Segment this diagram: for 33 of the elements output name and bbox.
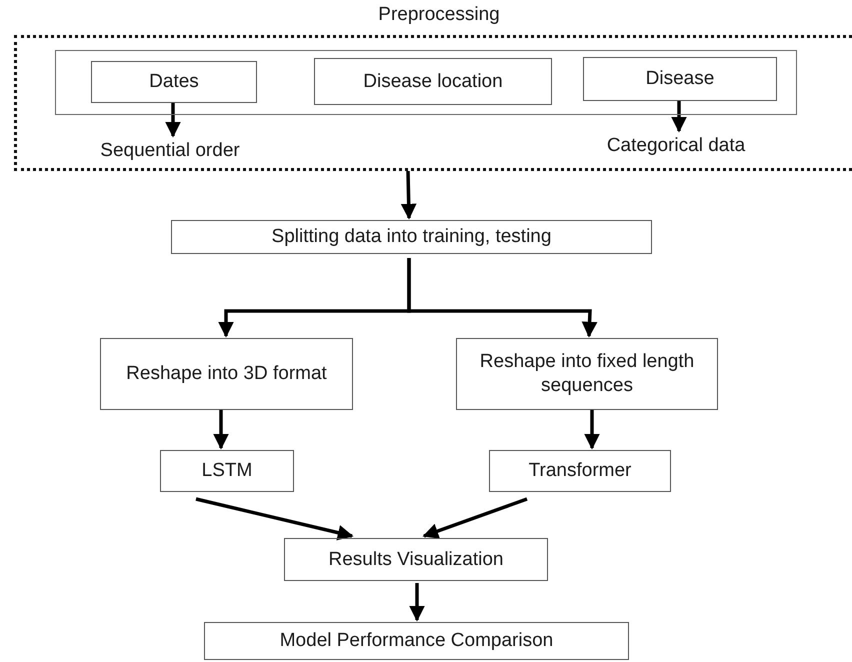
box-label: Model Performance Comparison: [280, 629, 554, 653]
arrow: [400, 170, 417, 220]
box-label: Reshape into fixed length sequences: [478, 350, 696, 398]
process-box: [100, 338, 353, 410]
box-label: Reshape into 3D format: [126, 362, 327, 386]
box-label: Results Visualization: [328, 548, 504, 572]
arrow: [165, 102, 181, 138]
output-label: Categorical data: [566, 133, 786, 159]
box-label: Disease: [646, 67, 714, 91]
process-box: [489, 450, 671, 492]
process-box: [583, 57, 777, 101]
box-label: LSTM: [202, 459, 252, 483]
box-label: Dates: [149, 70, 199, 94]
group-heading: Preprocessing: [378, 4, 500, 26]
process-box: [91, 61, 257, 103]
arrow: [422, 497, 528, 539]
process-box: [160, 450, 294, 492]
arrow: [213, 410, 229, 450]
output-label: Sequential order: [60, 138, 280, 164]
arrow: [409, 583, 425, 622]
container-box: [55, 50, 797, 115]
box-label: Transformer: [528, 459, 632, 483]
process-box: [284, 538, 548, 581]
box-label: Disease location: [363, 70, 503, 94]
process-box: [171, 220, 652, 254]
process-box: [456, 338, 718, 410]
arrow: [407, 258, 598, 338]
process-box: [204, 622, 629, 660]
process-box: [314, 58, 552, 105]
arrow: [671, 100, 687, 133]
box-label: Splitting data into training, testing: [272, 225, 552, 249]
arrow: [196, 497, 354, 540]
arrow: [584, 410, 600, 450]
